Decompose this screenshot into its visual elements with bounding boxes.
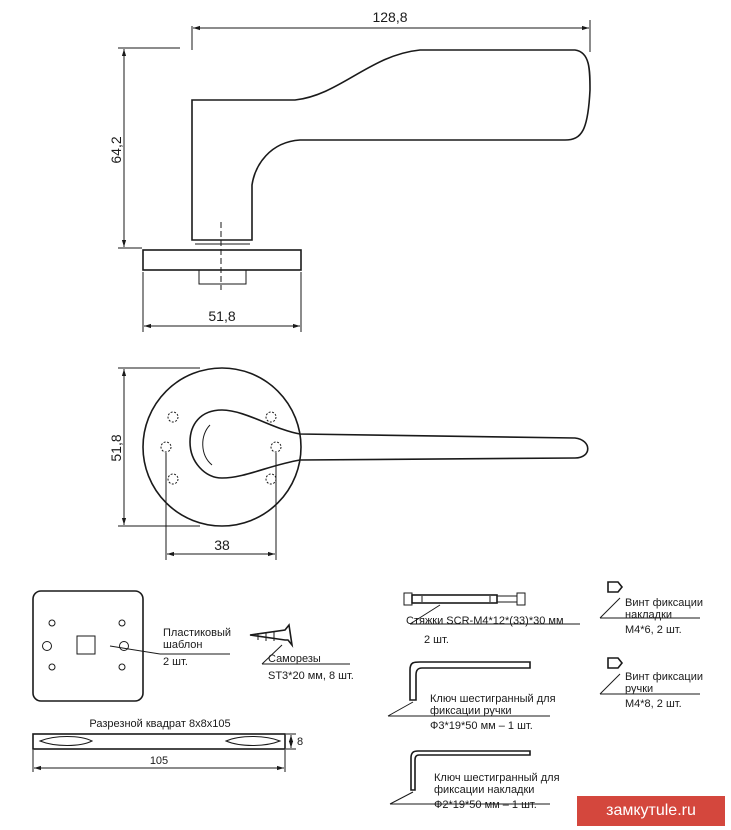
dim-spindle-size: 8 — [297, 736, 303, 748]
dim-handle-height: 64,2 — [108, 136, 124, 163]
spindle-part: Разрезной квадрат 8х8х105 8 105 — [32, 718, 303, 772]
rose-screw-spec: М4*6, 2 шт. — [625, 624, 682, 636]
template-qty: 2 шт. — [163, 656, 188, 668]
bolt-part: Стяжки SCR-M4*12*(33)*30 мм 2 шт. — [403, 592, 580, 646]
bolts-label: Стяжки SCR-M4*12*(33)*30 мм — [406, 615, 564, 627]
site-watermark: замкутule.ru — [577, 796, 725, 826]
key-handle-spec: Ф3*19*50 мм – 1 шт. — [430, 720, 533, 732]
dim-handle-length: 128,8 — [372, 9, 407, 25]
dim-rose-diameter: 51,8 — [108, 434, 124, 461]
dim-spindle-length: 105 — [150, 755, 168, 767]
dim-rose-width: 51,8 — [208, 308, 235, 324]
screws-label: Саморезы — [268, 653, 321, 665]
screw-part: Саморезы ST3*20 мм, 8 шт. — [249, 623, 354, 682]
spindle-label: Разрезной квадрат 8х8х105 — [89, 718, 230, 730]
handle-side-view: 128,8 64,2 51,8 — [108, 9, 591, 332]
screws-spec: ST3*20 мм, 8 шт. — [268, 670, 354, 682]
dim-hole-spacing: 38 — [214, 537, 230, 553]
key-rose-spec: Ф2*19*50 мм – 1 шт. — [434, 799, 537, 811]
bolts-qty: 2 шт. — [424, 634, 449, 646]
handle-front-view: 51,8 38 — [108, 367, 589, 560]
handle-screw-spec: М4*8, 2 шт. — [625, 698, 682, 710]
